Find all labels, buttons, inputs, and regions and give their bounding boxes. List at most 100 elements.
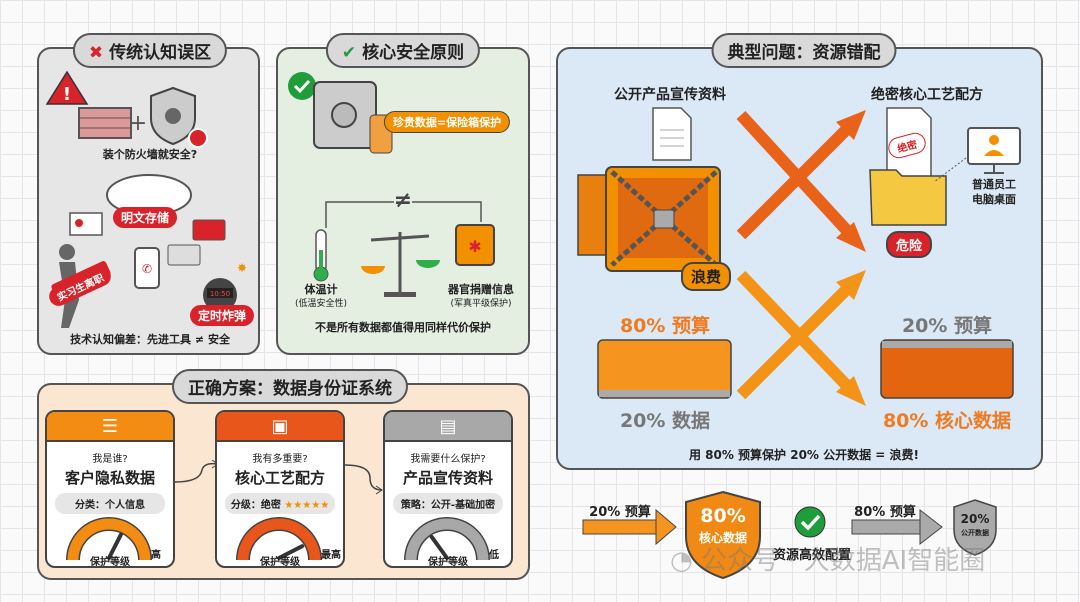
organ-label: 器官捐赠信息 [448, 283, 514, 296]
plaintext-tag: 明文存储 [112, 207, 178, 228]
principles-title: ✔ 核心安全原则 [325, 33, 481, 68]
solution-title: 正确方案：数据身份证系统 [172, 369, 408, 404]
check-icon: ✔ [341, 43, 357, 63]
safe-label: 珍贵数据=保险箱保护 [383, 111, 511, 133]
myths-title: ✖ 传统认知误区 [72, 33, 228, 68]
principles-illustration: ✱ [288, 72, 495, 297]
svg-text:!: ! [63, 84, 71, 105]
folder-icon [869, 169, 947, 226]
left-title: 公开产品宣传资料 [614, 87, 726, 103]
left-budget-label: 80% 预算 [619, 315, 711, 337]
scale-icon [361, 232, 440, 297]
gauge-caption: 保护等级 [90, 557, 130, 568]
protection-gauge: 低 保护等级 [385, 514, 511, 568]
shield-a-pct: 80% [700, 505, 746, 527]
card-name: 产品宣传资料 [402, 469, 493, 487]
shield-a-label: 核心数据 [698, 531, 748, 545]
gauge-caption: 保护等级 [260, 557, 300, 568]
mismatch-title: 典型问题：资源错配 [711, 33, 897, 68]
svg-text:✸: ✸ [237, 261, 247, 275]
organ-safe-icon: ✱ [455, 224, 495, 266]
wechat-icon: ◔ [670, 546, 693, 576]
shield-b-pct: 20% [960, 512, 990, 526]
card-name: 客户隐私数据 [64, 469, 155, 487]
right-title: 绝密核心工艺配方 [871, 87, 983, 103]
desktop-label-1: 普通员工 [972, 178, 1016, 191]
not-equal-sign: ≠ [393, 188, 413, 213]
principles-footer: 不是所有数据都值得用同样代价保护 [315, 321, 491, 334]
right-budget-label: 20% 预算 [901, 315, 993, 337]
antivirus-shield-icon [150, 86, 208, 148]
card-header: ☰ [47, 412, 173, 442]
bomb-icon: 10:50 ✸ [203, 261, 247, 312]
credit-card-icon [167, 219, 226, 266]
check-badge-icon [288, 72, 316, 100]
gauge-level-label: 高 [151, 550, 161, 561]
danger-badge: 危险 [885, 231, 933, 258]
organ-sublabel: (军真平级保护) [450, 299, 512, 309]
card-chip: 分级：绝密 ★★★★★ [225, 493, 335, 514]
database-icon: ☰ [101, 415, 119, 437]
gauge-needle [429, 534, 449, 560]
rating-stars: ★★★★★ [284, 500, 330, 511]
right-data-label: 80% 核心数据 [882, 410, 1012, 432]
id-card-icon [69, 212, 103, 236]
allocation-illustration [582, 490, 997, 580]
safe-icon [313, 81, 377, 149]
data-id-card: ▤ 我需要什么保护? 产品宣传资料 策略：公开-基础加密 低 保护等级 [383, 410, 513, 568]
gauge-level-label: 低 [489, 550, 499, 561]
chained-safe-icon [577, 166, 721, 272]
card-name: 核心工艺配方 [234, 469, 325, 487]
blueprint-icon: ▣ [271, 415, 289, 437]
desktop-label-2: 电脑桌面 [972, 193, 1016, 206]
thermometer-sublabel: (低温安全性) [294, 299, 348, 309]
mismatch-illustration [577, 107, 1021, 406]
ok-label: 资源高效配置 [772, 548, 852, 563]
firewall-icon [78, 107, 132, 139]
gauge-needle [277, 544, 305, 560]
card-question: 我有多重要? [252, 454, 308, 465]
protection-gauge: 最高 保护等级 [217, 514, 343, 568]
thermometer-icon [313, 229, 329, 282]
warning-icon: ! [45, 70, 89, 105]
gray-arrow-icon [851, 508, 943, 546]
thermometer-label: 体温计 [304, 283, 338, 296]
watermark: ◔ 公众号 · 大数据AI智能圈 [670, 546, 986, 576]
cross-icon: ✖ [88, 43, 104, 63]
card-question: 我是谁? [92, 454, 128, 465]
myths-footer: 技术认知偏差：先进工具 ≠ 安全 [70, 333, 230, 346]
card-chip: 策略：公开-基础加密 [393, 493, 503, 514]
document-icon [652, 107, 692, 161]
card-header: ▣ [217, 412, 343, 442]
waste-badge: 浪费 [680, 262, 732, 291]
protection-gauge: 高 保护等级 [47, 514, 173, 568]
gray-shield-icon [953, 499, 997, 556]
mismatch-arrows-bottom [736, 270, 866, 406]
timebomb-tag: 定时炸弹 [189, 305, 255, 326]
phone-icon: ✆ [134, 247, 160, 289]
gauge-needle [107, 532, 123, 560]
document-icon: ▤ [439, 415, 457, 437]
gauge-level-label: 最高 [321, 550, 341, 561]
card-chip: 分类：个人信息 [55, 493, 165, 514]
svg-text:10:50: 10:50 [210, 290, 230, 298]
left-budget-bar [597, 339, 732, 399]
budget-a-label: 20% 预算 [589, 505, 651, 520]
plus-sign: + [129, 111, 147, 136]
data-id-card: ▣ 我有多重要? 核心工艺配方 分级：绝密 ★★★★★ 最高 保护等级 [215, 410, 345, 568]
check-circle-icon [794, 506, 826, 538]
firewall-caption: 装个防火墙就安全? [102, 148, 198, 161]
arrow-right-icon [582, 508, 677, 546]
mismatch-arrows-top [736, 110, 866, 252]
gauge-caption: 保护等级 [428, 557, 468, 568]
shield-b-label: 公开数据 [961, 529, 989, 537]
computer-icon [933, 127, 1021, 183]
data-id-card: ☰ 我是谁? 客户隐私数据 分类：个人信息 高 保护等级 [45, 410, 175, 568]
card-question: 我需要什么保护? [410, 454, 486, 465]
budget-b-label: 80% 预算 [854, 505, 916, 520]
mismatch-footer: 用 80% 预算保护 20% 公开数据 = 浪费! [688, 448, 920, 462]
svg-text:✆: ✆ [142, 262, 152, 276]
card-header: ▤ [385, 412, 511, 442]
right-budget-bar [880, 339, 1014, 399]
left-data-label: 20% 数据 [619, 410, 711, 432]
